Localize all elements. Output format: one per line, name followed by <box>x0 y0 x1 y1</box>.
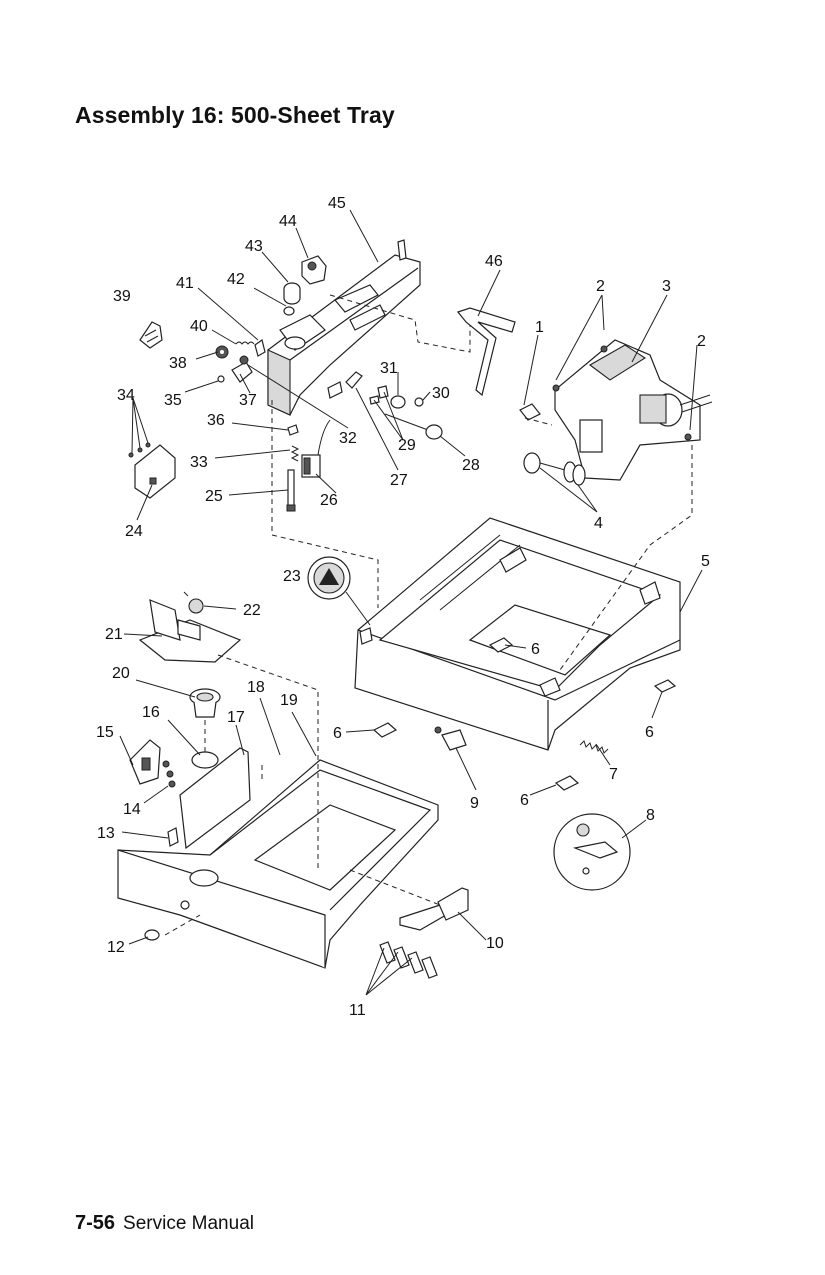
part-39-bracket <box>139 321 163 349</box>
part-23-indicator <box>307 556 371 626</box>
callout-29: 29 <box>398 437 416 454</box>
callout-7: 7 <box>609 766 618 783</box>
callout-35: 35 <box>164 392 182 409</box>
part-33-spring <box>290 445 300 462</box>
callout-26: 26 <box>320 492 338 509</box>
callout-2-top: 2 <box>596 278 605 295</box>
callout-18: 18 <box>247 679 265 696</box>
part-22-knob <box>183 591 204 614</box>
part-46-lever <box>456 307 516 397</box>
part-12-plug <box>144 929 160 941</box>
manual-name: Service Manual <box>123 1213 254 1234</box>
callout-42: 42 <box>227 271 245 288</box>
part-15-bracket <box>129 739 161 785</box>
part-17-side-guide <box>179 747 251 850</box>
callout-11: 11 <box>349 1002 366 1019</box>
part-34-screws <box>128 442 151 458</box>
part-35-e-ring <box>217 375 225 383</box>
assembly-lines <box>164 294 693 936</box>
callout-21: 21 <box>105 626 123 643</box>
part-11-pads <box>379 941 438 979</box>
callout-27: 27 <box>390 472 408 489</box>
part-8-detail-circle <box>553 813 631 891</box>
callout-43: 43 <box>245 238 263 255</box>
callout-8: 8 <box>646 807 655 824</box>
callout-4: 4 <box>594 515 603 532</box>
part-3-drive-assembly <box>554 339 713 481</box>
part-28-roller <box>384 413 443 440</box>
part-4-pick-rollers <box>523 452 586 486</box>
part-1-sensor <box>519 403 541 421</box>
callout-41: 41 <box>176 275 194 292</box>
part-24-board <box>134 444 176 499</box>
callout-13: 13 <box>97 825 115 842</box>
part-5-tray-housing <box>354 517 681 751</box>
pick-arm-housing <box>267 239 421 416</box>
callout-10: 10 <box>486 935 504 952</box>
part-38-washer <box>215 345 229 359</box>
callout-20: 20 <box>112 665 130 682</box>
callout-5: 5 <box>701 553 710 570</box>
callout-46: 46 <box>485 253 503 270</box>
callout-6-center: 6 <box>531 641 540 658</box>
part-10-end-stop <box>399 887 469 931</box>
callout-6-right: 6 <box>645 724 654 741</box>
callout-14: 14 <box>123 801 141 818</box>
callout-16: 16 <box>142 704 160 721</box>
part-41-clip <box>254 338 266 357</box>
leader-lines <box>119 209 703 996</box>
callout-6-bottom: 6 <box>520 792 529 809</box>
part-44-arm-gear <box>301 255 327 285</box>
callout-38: 38 <box>169 355 187 372</box>
callout-2-right: 2 <box>697 333 706 350</box>
callout-37: 37 <box>239 392 257 409</box>
callout-15: 15 <box>96 724 114 741</box>
callout-28: 28 <box>462 457 480 474</box>
callout-22: 22 <box>243 602 261 619</box>
part-21-end-guide <box>138 599 242 663</box>
part-26-sensor <box>301 419 331 478</box>
callout-34: 34 <box>117 387 135 404</box>
part-tray <box>117 759 439 969</box>
callout-23: 23 <box>283 568 301 585</box>
callout-39: 39 <box>113 288 131 305</box>
callout-24: 24 <box>125 523 143 540</box>
part-36-clip <box>287 424 299 436</box>
page-number: 7-56 <box>75 1212 116 1234</box>
part-14-screws <box>162 760 176 788</box>
part-32-27-bracket <box>327 371 363 399</box>
part-20-dial <box>189 688 221 718</box>
part-16-washer <box>191 751 219 769</box>
part-40-spring <box>235 341 255 345</box>
part-42-hub <box>283 306 295 316</box>
callout-3: 3 <box>662 278 671 295</box>
callout-44: 44 <box>279 213 297 230</box>
callout-17: 17 <box>227 709 245 726</box>
callout-12: 12 <box>107 939 125 956</box>
page-title: Assembly 16: 500-Sheet Tray <box>75 102 395 128</box>
part-43-roller <box>283 282 301 305</box>
callout-32: 32 <box>339 430 357 447</box>
callout-45: 45 <box>328 195 346 212</box>
callout-6-left: 6 <box>333 725 342 742</box>
callout-25: 25 <box>205 488 223 505</box>
callout-1: 1 <box>535 319 544 336</box>
callout-19: 19 <box>280 692 298 709</box>
part-25-shaft <box>286 469 296 512</box>
part-7-spring <box>579 740 609 754</box>
callout-33: 33 <box>190 454 208 471</box>
part-13-tab <box>167 827 179 847</box>
callout-9: 9 <box>470 795 479 812</box>
part-37-gear <box>231 355 253 383</box>
callout-30: 30 <box>432 385 450 402</box>
callout-31: 31 <box>380 360 398 377</box>
callout-labels: 45 44 43 42 41 39 40 38 34 35 37 36 33 2… <box>96 195 710 1019</box>
callout-40: 40 <box>190 318 208 335</box>
page-footer: 7-56 Service Manual <box>75 1212 254 1235</box>
part-6-feet <box>372 637 677 791</box>
part-2-screws <box>552 345 692 441</box>
callout-36: 36 <box>207 412 225 429</box>
part-9-latch <box>434 726 467 751</box>
